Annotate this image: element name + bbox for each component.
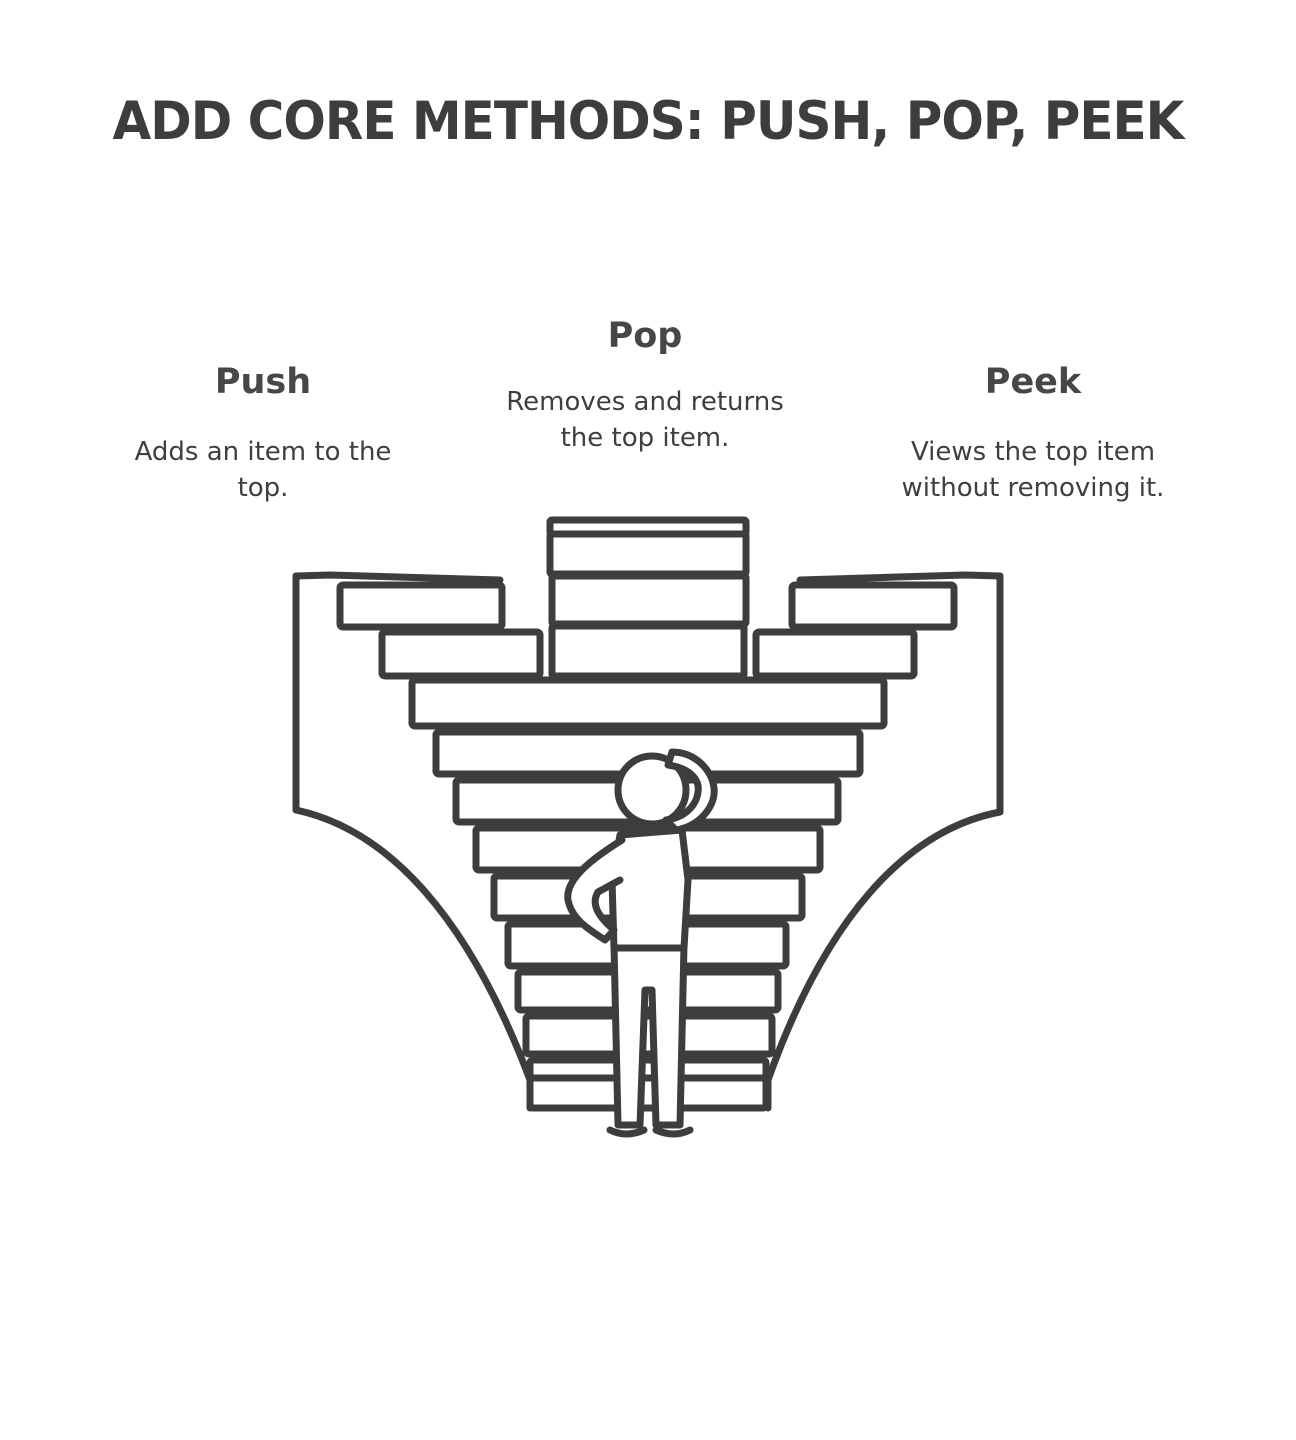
right-step-1 — [788, 581, 958, 631]
page-title: ADD CORE METHODS: PUSH, POP, PEEK — [112, 90, 1185, 152]
right-wall-top — [796, 571, 1004, 584]
push-description: Adds an item to the top. — [134, 437, 392, 503]
top-block-4 — [548, 622, 748, 680]
method-pop: Pop Removes and returns the top item. — [490, 316, 800, 456]
person-feet — [606, 1126, 694, 1138]
push-heading: Push — [214, 362, 312, 402]
left-wall — [292, 572, 534, 1112]
top-block-2 — [546, 530, 750, 578]
peek-heading: Peek — [984, 362, 1082, 402]
stack-layer-9 — [526, 1056, 770, 1112]
person-left-arm — [564, 836, 626, 944]
person-torso — [608, 826, 692, 952]
left-wall-top — [292, 571, 504, 584]
stack-layer-8 — [522, 1012, 776, 1058]
pop-description: Removes and returns the top item. — [506, 387, 784, 453]
stack-illustration — [270, 500, 1030, 1160]
peek-description: Views the top item without removing it. — [901, 437, 1165, 503]
person-figure — [564, 748, 718, 1138]
top-block-3 — [548, 572, 750, 628]
right-wall — [764, 572, 1004, 1112]
pop-heading: Pop — [607, 316, 683, 356]
left-step-2 — [378, 628, 544, 680]
stack-staircase-drawing — [292, 516, 1004, 1138]
right-step-2 — [752, 628, 918, 680]
method-push: Push Adds an item to the top. — [110, 362, 416, 506]
person-legs — [610, 941, 688, 1129]
left-step-1 — [336, 581, 506, 631]
person-head — [614, 752, 690, 828]
method-peek: Peek Views the top item without removing… — [878, 362, 1188, 506]
stack-layer-1 — [408, 676, 888, 730]
person-right-arm — [662, 748, 718, 834]
